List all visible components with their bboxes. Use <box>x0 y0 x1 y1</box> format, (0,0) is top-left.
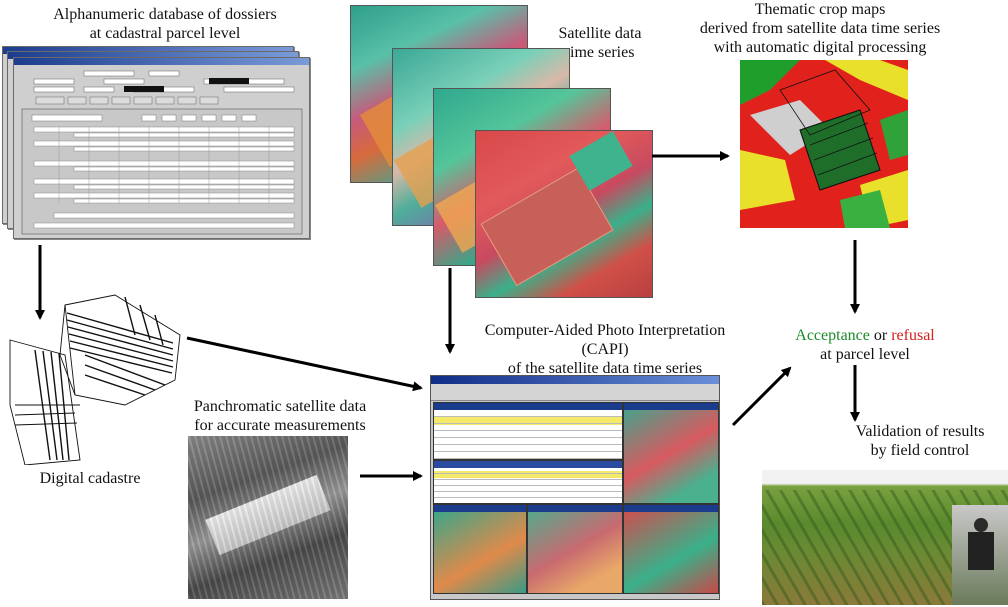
thematic-maps-label-line1: Thematic crop maps <box>754 1 886 18</box>
thematic-maps-label-line3: with automatic digital processing <box>713 39 927 56</box>
thematic-maps-label-line2: derived from satellite data time series <box>699 20 941 37</box>
field-control-photo <box>762 470 1008 605</box>
or-text: or <box>869 327 892 344</box>
cadastre-label-text: Digital cadastre <box>39 470 141 487</box>
thematic-maps-label: Thematic crop maps derived from satellit… <box>660 0 980 57</box>
capi-image-pane-bottom3 <box>623 504 719 594</box>
digital-cadastre-drawing <box>9 294 181 465</box>
parcel-level-text: at parcel level <box>820 346 910 363</box>
panchromatic-label: Panchromatic satellite data for accurate… <box>165 397 395 435</box>
capi-label-line3: of the satellite data time series <box>507 360 703 377</box>
capi-attributes-pane <box>433 460 623 504</box>
validation-label-line1: Validation of results <box>855 423 985 440</box>
capi-label-line2: (CAPI) <box>581 341 629 358</box>
validation-label: Validation of results by field control <box>835 422 1005 460</box>
panchromatic-label-line1: Panchromatic satellite data <box>193 398 367 415</box>
refusal-text: refusal <box>891 327 935 344</box>
capi-image-pane-topright <box>623 402 719 504</box>
database-window-front <box>13 57 310 239</box>
thematic-crop-map <box>740 60 908 228</box>
arrow-cadastre-to-capi <box>186 336 423 392</box>
satellite-series-label-line1: Satellite data <box>558 25 642 42</box>
database-form-graphic <box>21 70 303 235</box>
decision-label: Acceptance or refusal at parcel level <box>765 326 965 364</box>
capi-application-screenshot <box>430 375 720 600</box>
satellite-series-label-line2: time series <box>565 44 635 61</box>
cadastre-label: Digital cadastre <box>25 469 155 488</box>
capi-label-line1: Computer-Aided Photo Interpretation <box>484 322 726 339</box>
panchromatic-label-line2: for accurate measurements <box>194 417 366 434</box>
database-label: Alphanumeric database of dossiers at cad… <box>20 5 310 43</box>
thematic-map-parcels <box>740 60 908 228</box>
database-label-line2: at cadastral parcel level <box>89 25 241 42</box>
satellite-image-4 <box>475 130 653 298</box>
acceptance-text: Acceptance <box>795 327 870 344</box>
capi-image-pane-bottom1 <box>433 504 527 594</box>
capi-table-pane <box>433 402 623 460</box>
satellite-series-label: Satellite data time series <box>540 24 660 62</box>
database-label-line1: Alphanumeric database of dossiers <box>53 6 277 23</box>
panchromatic-image <box>188 436 348 599</box>
validation-label-line2: by field control <box>870 442 970 459</box>
capi-label: Computer-Aided Photo Interpretation (CAP… <box>445 321 765 378</box>
capi-image-pane-bottom2 <box>527 504 623 594</box>
